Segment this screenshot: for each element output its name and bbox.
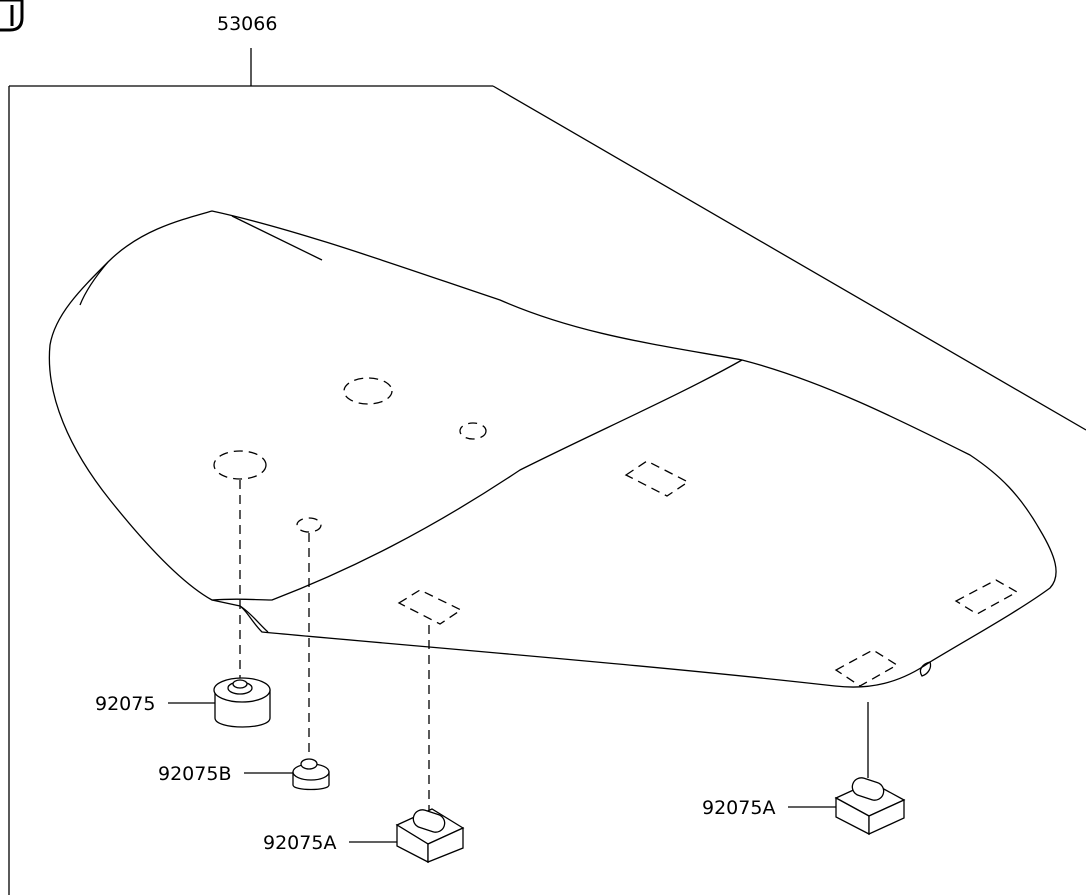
- damper-92075: [213, 677, 271, 728]
- damper-92075b: [292, 758, 330, 791]
- damper-92075a-right: [834, 777, 906, 836]
- seat-outline: [48, 210, 1057, 688]
- damper-92075a-left: [395, 808, 465, 864]
- callout-53066: 53066: [217, 13, 277, 35]
- callout-leaders: [168, 702, 836, 843]
- seat-callout-bracket: [8, 48, 1086, 895]
- callout-92075a-left: 92075A: [263, 832, 336, 854]
- callout-92075: 92075: [95, 693, 155, 715]
- seat-hidden-features: [213, 377, 1019, 810]
- callout-92075b: 92075B: [158, 763, 231, 785]
- corner-mark: [0, 0, 24, 32]
- callout-92075a-right: 92075A: [702, 797, 775, 819]
